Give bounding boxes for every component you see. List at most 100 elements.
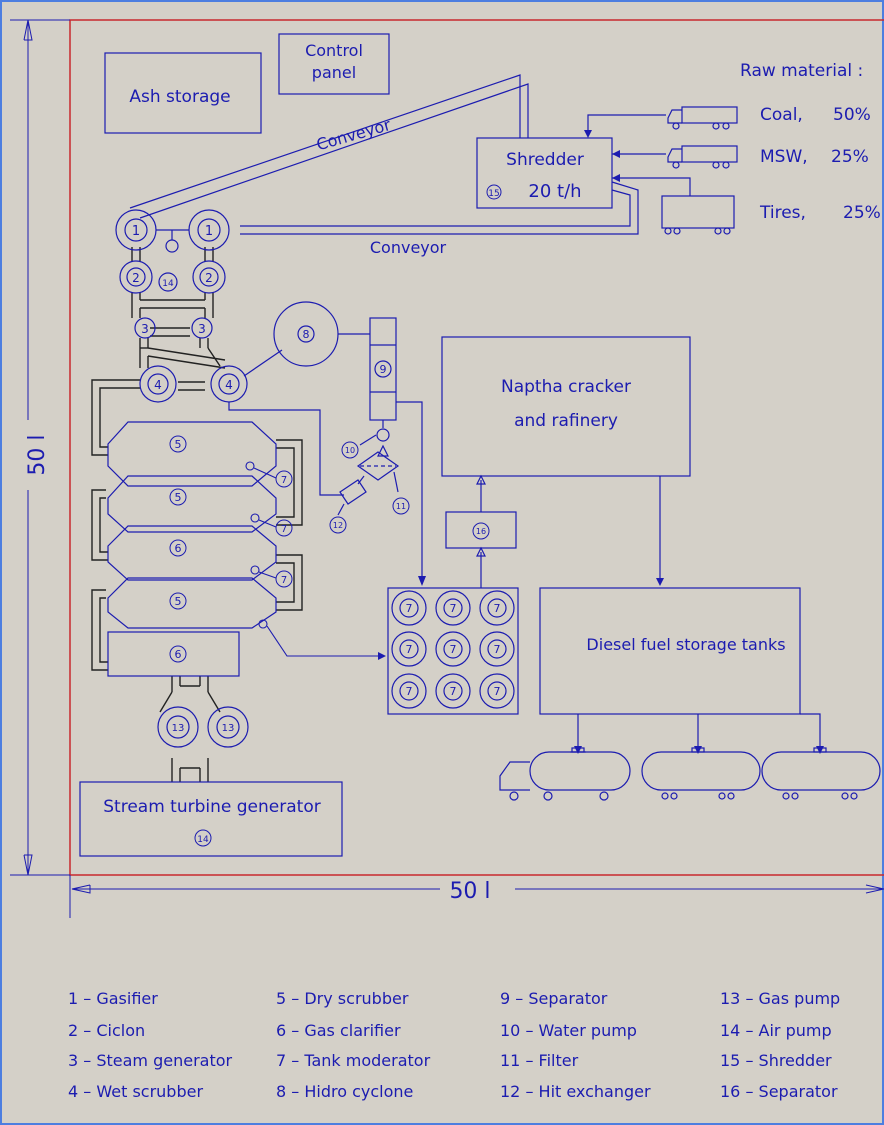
scrubber-to-tanks-arrow xyxy=(378,652,386,660)
filter-number: 11 xyxy=(396,502,406,511)
legend-item: 13 – Gas pump xyxy=(720,989,840,1008)
tanker-wagon-2-icon xyxy=(641,747,761,800)
legend-item: 7 – Tank moderator xyxy=(276,1051,431,1070)
separator-to-tanks-arrow xyxy=(418,576,426,586)
legend-item: 3 – Steam generator xyxy=(68,1051,233,1070)
naptha-label-1: Naptha cracker xyxy=(501,377,631,397)
ciclon-right-number: 2 xyxy=(205,271,213,285)
moderator-tank-7-number: 7 xyxy=(406,685,413,698)
flow-arrowheads xyxy=(476,474,486,557)
dry-scrubber-2 xyxy=(107,475,277,533)
hidro-cyclone-link xyxy=(243,349,283,377)
raw-material-title: Raw material : xyxy=(740,61,863,81)
shredder-capacity: 20 t/h xyxy=(528,181,581,202)
filter-number-circle xyxy=(392,497,410,515)
water-pump-number: 10 xyxy=(345,446,355,455)
legend-item: 6 – Gas clarifier xyxy=(276,1021,401,1040)
separator-16-number: 16 xyxy=(476,527,486,536)
moderator-tank-7: 7 xyxy=(391,673,427,709)
shredder-number-circle xyxy=(486,184,502,200)
raw-tires-percent: 25% xyxy=(843,203,881,223)
gas-clarifier-number-circle xyxy=(169,645,187,663)
moderator-tank-1-number: 7 xyxy=(406,602,413,615)
steam-generator-left xyxy=(134,317,156,339)
dry-scrubber-2-number: 5 xyxy=(175,491,182,504)
legend-item: 14 – Air pump xyxy=(720,1021,832,1040)
moderator-tank-3-number: 7 xyxy=(494,602,501,615)
moderator-tank-1: 7 xyxy=(391,590,427,626)
wet-scrubber-left-number: 4 xyxy=(154,378,162,392)
water-pump-number-circle xyxy=(341,441,359,459)
moderator-c-number: 7 xyxy=(281,575,287,586)
moderator-tank-4-number: 7 xyxy=(406,643,413,656)
legend-item: 16 – Separator xyxy=(720,1082,838,1101)
ciclon-left-number: 2 xyxy=(132,271,140,285)
separator-to-tanks-line xyxy=(396,401,423,582)
scrubber-to-exchanger-line xyxy=(228,402,344,496)
water-filter-assembly xyxy=(337,420,400,516)
dim-horizontal-label: 50 l xyxy=(449,879,490,904)
legend-item: 1 – Gasifier xyxy=(68,989,158,1008)
tires-wagon-icon xyxy=(661,195,735,235)
moderator-tank-9-number: 7 xyxy=(494,685,501,698)
shredder-box xyxy=(476,137,613,209)
tanker-wagon-3-icon xyxy=(761,747,881,800)
wet-scrubber-left xyxy=(139,365,177,403)
moderator-tank-6-number: 7 xyxy=(494,643,501,656)
moderator-a-number: 7 xyxy=(281,475,287,486)
gas-pump-left xyxy=(157,706,199,748)
dry-scrubber-4-number: 5 xyxy=(175,595,182,608)
diesel-storage-box xyxy=(539,587,801,715)
legend-item: 2 – Ciclon xyxy=(68,1021,145,1040)
air-pump-number: 14 xyxy=(162,279,174,289)
legend-item: 12 – Hit exchanger xyxy=(500,1082,651,1101)
raw-msw-name: MSW, xyxy=(760,147,808,167)
legend-item: 5 – Dry scrubber xyxy=(276,989,409,1008)
control-panel-label-2: panel xyxy=(312,63,356,82)
legend-item: 9 – Separator xyxy=(500,989,608,1008)
steam-generator-right xyxy=(191,317,213,339)
hit-exchanger-number-circle xyxy=(329,516,347,534)
coal-truck-icon xyxy=(667,106,738,130)
drawing-border xyxy=(69,19,884,876)
gas-pump-right-number: 13 xyxy=(222,723,235,734)
ciclon-left xyxy=(119,260,153,294)
legend-item: 4 – Wet scrubber xyxy=(68,1082,203,1101)
separator-number-circle xyxy=(374,360,392,378)
raw-msw-percent: 25% xyxy=(831,147,869,167)
separator-number: 9 xyxy=(380,363,387,376)
ciclon-right xyxy=(192,260,226,294)
steam-generator-right-number: 3 xyxy=(198,322,206,336)
raw-material-arrowheads xyxy=(584,130,620,182)
legend: 1 – Gasifier 5 – Dry scrubber 9 – Separato… xyxy=(68,989,840,1101)
dry-scrubber-3 xyxy=(107,525,277,581)
dim-vertical-label: 50 l xyxy=(25,434,50,475)
moderator-tank-6: 7 xyxy=(479,631,515,667)
naptha-label-2: and rafinery xyxy=(514,411,618,431)
dry-scrubber-1 xyxy=(107,421,277,487)
gas-clarifier-box xyxy=(107,631,240,677)
moderator-tank-4: 7 xyxy=(391,631,427,667)
moderator-tank-grid xyxy=(387,587,519,715)
hidro-cyclone-number: 8 xyxy=(303,328,310,341)
legend-item: 10 – Water pump xyxy=(500,1021,637,1040)
moderator-tank-5-number: 7 xyxy=(450,643,457,656)
gas-pump-left-number: 13 xyxy=(172,723,185,734)
conveyor-bottom-label: Conveyor xyxy=(370,238,447,257)
conveyor-lines xyxy=(129,74,639,235)
dry-scrubber-1-number: 5 xyxy=(175,438,182,451)
gas-clarifier-number: 6 xyxy=(175,648,182,661)
ash-storage-label: Ash storage xyxy=(129,87,230,107)
separator-16-number-circle xyxy=(472,522,490,540)
control-panel-label-1: Control xyxy=(305,41,363,60)
moderator-valves xyxy=(245,461,384,657)
moderator-tank-3: 7 xyxy=(479,590,515,626)
raw-coal-name: Coal, xyxy=(760,105,803,125)
flow-arrowheads-filled xyxy=(574,578,824,754)
gasifier-left-number: 1 xyxy=(132,224,140,239)
shredder-label: Shredder xyxy=(506,150,584,170)
moderator-tank-9: 7 xyxy=(479,673,515,709)
